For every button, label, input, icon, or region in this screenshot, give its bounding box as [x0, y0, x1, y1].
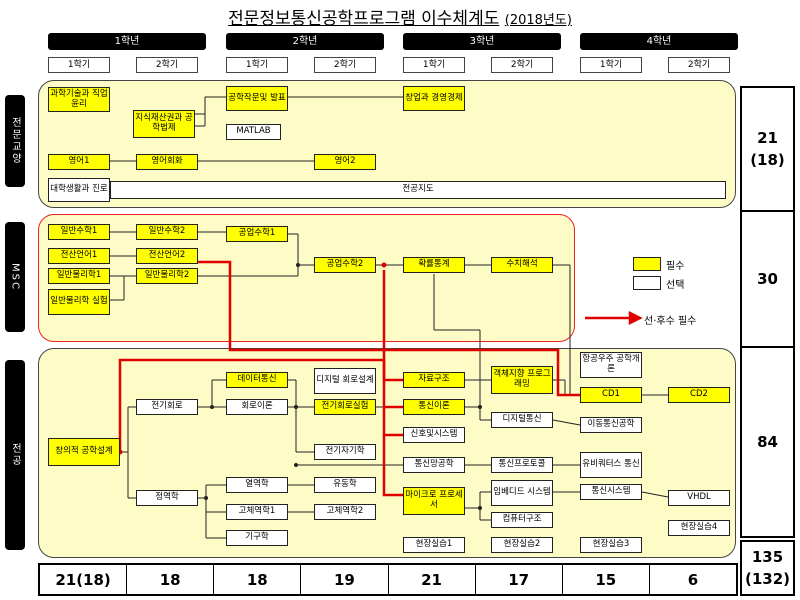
course-matlab: MATLAB — [226, 124, 281, 140]
legend-optional-swatch — [633, 276, 661, 290]
course-network: 통신망공학 — [403, 457, 465, 473]
course-micro: 마이크로 프로세서 — [403, 487, 465, 515]
region-msc — [38, 214, 575, 342]
course-data-struct: 자료구조 — [403, 372, 465, 388]
legend-optional-label: 선택 — [666, 280, 685, 291]
course-comm-system: 통신시스템 — [580, 484, 642, 500]
year-header-4: 4학년 — [580, 33, 738, 50]
course-electronics-lab: 전기회로실험 — [314, 399, 376, 415]
course-digital-comm: 디지털통신 — [491, 412, 553, 428]
semester-total: 21 — [389, 565, 476, 594]
course-protocol: 통신프로토콜 — [491, 457, 553, 473]
credit-total-alt: (132) — [744, 570, 791, 588]
course-cd1: CD1 — [580, 387, 642, 403]
credit-general-alt: (18) — [750, 151, 785, 169]
course-ubiquitous: 유비쿼터스 통신 — [580, 452, 642, 478]
semester-total: 18 — [214, 565, 302, 594]
course-tech-ethics: 과학기술과 직업윤리 — [48, 87, 110, 112]
semester-header: 1학기 — [226, 57, 288, 73]
course-mobile-comm: 이동통신공학 — [580, 417, 642, 433]
course-college-life: 대학생활과 진로 — [48, 178, 110, 202]
course-thermo: 열역학 — [226, 477, 288, 493]
course-eng-writing: 공학작문및 발표 — [226, 86, 288, 111]
course-statics: 정역학 — [136, 490, 198, 506]
semester-header: 1학기 — [580, 57, 642, 73]
course-creative-design: 창의적 공학설계 — [48, 438, 120, 466]
course-eng-conv: 영어회화 — [136, 154, 198, 170]
credit-general-value: 21 — [757, 128, 778, 147]
semester-total: 6 — [687, 570, 699, 589]
semester-header: 2학기 — [314, 57, 376, 73]
semester-totals-row: 21(18) 18 18 19 21 17 15 6 — [38, 563, 738, 596]
semester-total: 18 — [127, 565, 215, 594]
course-phys2: 일반물리학2 — [136, 268, 198, 284]
course-field4: 현장실습4 — [668, 520, 730, 536]
course-field1: 현장실습1 — [403, 537, 465, 553]
course-circuit-theory: 회로이론 — [226, 399, 288, 415]
section-label-major: 전공 — [5, 360, 25, 550]
semester-header: 2학기 — [668, 57, 730, 73]
course-numerical: 수치해석 — [491, 257, 553, 273]
course-eng-math1: 공업수학1 — [226, 226, 288, 242]
course-fluid: 유동학 — [314, 477, 376, 493]
year-header-1: 1학년 — [48, 33, 206, 50]
course-comp-arch: 컴퓨터구조 — [491, 512, 553, 528]
course-data-comm: 데이터통신 — [226, 372, 288, 388]
semester-total: 17 — [476, 565, 563, 594]
credit-major: 84 — [740, 348, 795, 538]
legend-prereq-label: 선·후수 필수 — [644, 316, 697, 327]
course-dynamics: 기구학 — [226, 530, 288, 546]
course-cd2: CD2 — [668, 387, 730, 403]
year-header-3: 3학년 — [403, 33, 561, 50]
credit-total: 135 (132) — [740, 540, 795, 596]
credit-general: 21 (18) — [740, 86, 795, 212]
section-label-msc: MSC — [5, 222, 25, 332]
course-vhdl: VHDL — [668, 490, 730, 506]
section-label-general: 전문교양 — [5, 95, 25, 187]
course-electromag: 전기자기학 — [314, 444, 376, 460]
course-field3: 현장실습3 — [580, 537, 642, 553]
course-solid2: 고체역학2 — [314, 504, 376, 520]
course-startup: 창업과 경영경제 — [403, 86, 465, 111]
credit-msc: 30 — [740, 212, 795, 348]
course-cs2: 전산언어2 — [136, 248, 198, 264]
semester-header: 2학기 — [136, 57, 198, 73]
course-circuit: 전기회로 — [136, 399, 198, 415]
credit-total-value: 135 — [751, 547, 784, 566]
legend-required-label: 필수 — [666, 261, 685, 272]
course-aerospace: 항공우주 공학개론 — [580, 352, 642, 378]
course-oop: 객체지향 프로그래밍 — [491, 366, 553, 394]
year-header-2: 2학년 — [226, 33, 384, 50]
course-embedded: 임베디드 시스템 — [491, 480, 553, 506]
course-comm-theory: 통신이론 — [403, 399, 465, 415]
credit-msc-value: 30 — [757, 269, 778, 288]
course-phys-lab: 일반물리학 실험 — [48, 289, 110, 315]
semester-header: 1학기 — [403, 57, 465, 73]
course-ip-law: 지식재산권과 공학법제 — [133, 110, 195, 138]
course-field2: 현장실습2 — [491, 537, 553, 553]
course-major-guide: 전공지도 — [110, 181, 726, 199]
course-calc2: 일반수학2 — [136, 224, 198, 240]
course-eng2: 영어2 — [314, 154, 376, 170]
credit-major-value: 84 — [757, 432, 778, 451]
title-year: (2018년도) — [504, 13, 572, 28]
course-eng-math2: 공업수학2 — [314, 257, 376, 273]
legend-required-swatch — [633, 257, 661, 271]
course-calc1: 일반수학1 — [48, 224, 110, 240]
semester-total: 19 — [301, 565, 389, 594]
course-cs1: 전산언어1 — [48, 248, 110, 264]
course-solid1: 고체역학1 — [226, 504, 288, 520]
semester-header: 2학기 — [491, 57, 553, 73]
course-digital-logic: 디지털 회로설계 — [314, 368, 376, 394]
course-signals: 신호및시스템 — [403, 427, 465, 443]
course-phys1: 일반물리학1 — [48, 268, 110, 284]
semester-header: 1학기 — [48, 57, 110, 73]
course-eng1: 영어1 — [48, 154, 110, 170]
course-prob-stat: 확률통계 — [403, 257, 465, 273]
page-title: 전문정보통신공학프로그램 이수체계도 (2018년도) — [0, 4, 800, 29]
semester-total: 21(18) — [40, 565, 128, 594]
title-text: 전문정보통신공학프로그램 이수체계도 — [228, 9, 500, 29]
semester-total: 15 — [563, 565, 650, 594]
